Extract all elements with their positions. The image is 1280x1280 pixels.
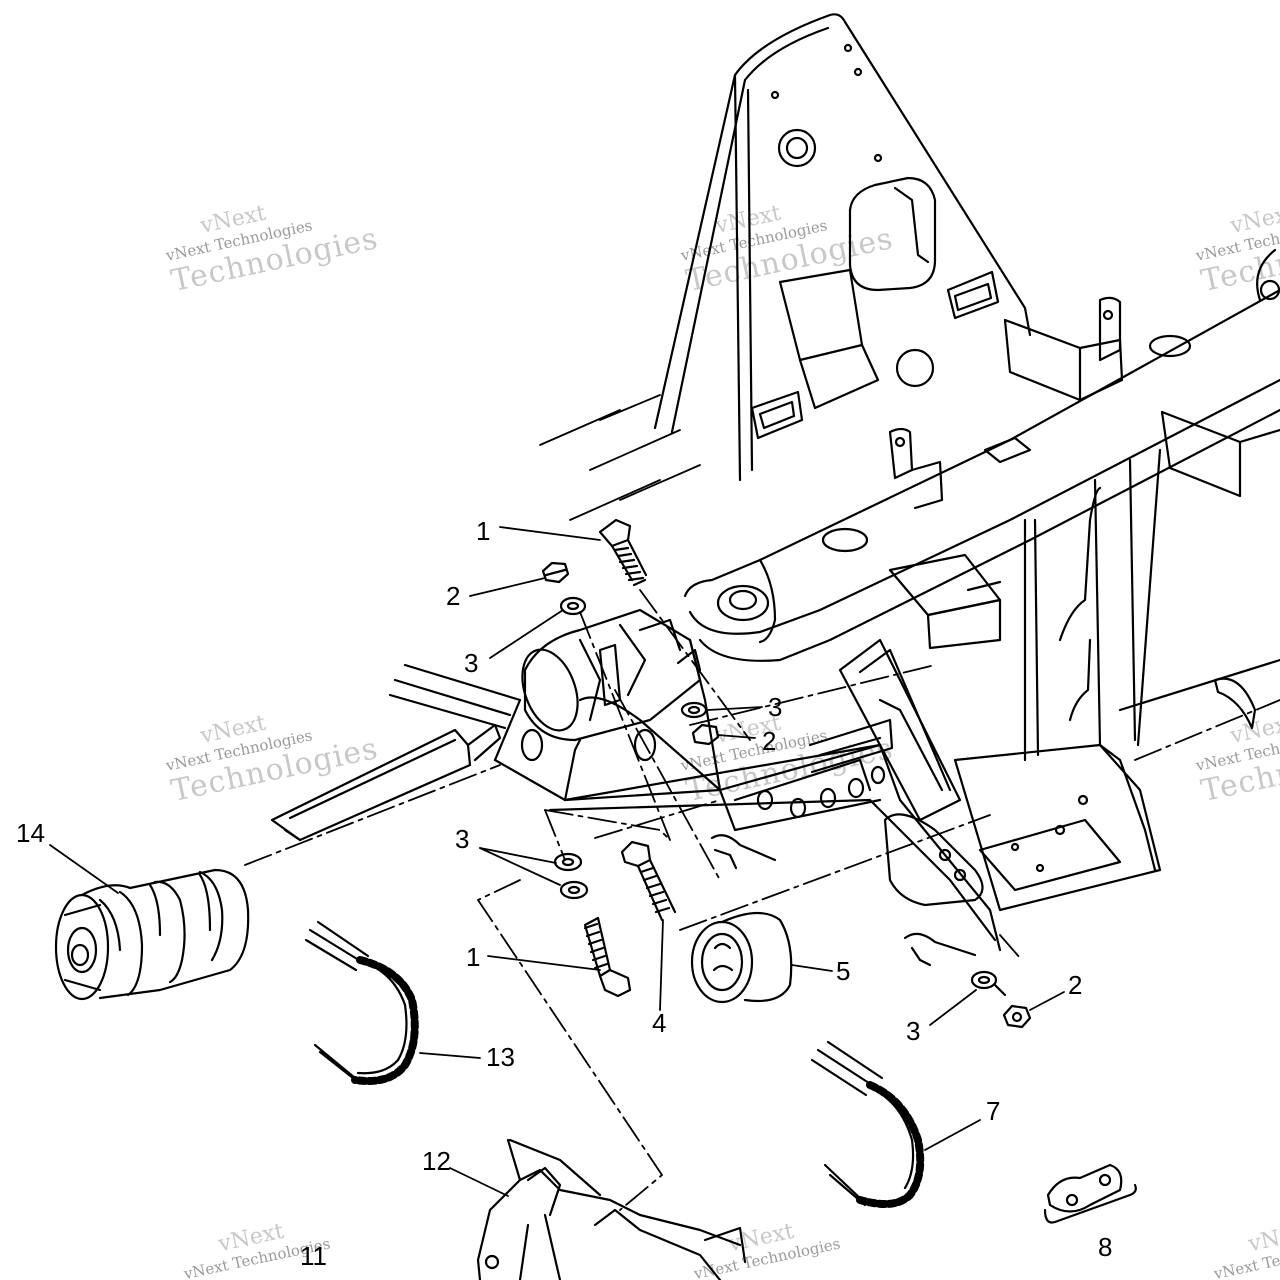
callout-labels: 1 2 3 3 2 14 3 1 4 5 2 3 13 7 12 8 11 xyxy=(16,516,1112,1271)
bolt-4 xyxy=(620,840,677,922)
front-pivot-bracket xyxy=(270,608,722,842)
callout-2-upper: 2 xyxy=(446,581,460,611)
callout-4: 4 xyxy=(652,1008,666,1038)
roller-14 xyxy=(54,868,250,1001)
callout-14: 14 xyxy=(16,818,45,848)
bolt-lower xyxy=(583,916,632,998)
callout-11: 11 xyxy=(300,1241,327,1271)
bolt-upper xyxy=(598,518,648,587)
leader-lines xyxy=(49,526,1065,1197)
lower-bracket-12 xyxy=(476,1138,747,1280)
nut-mid xyxy=(691,723,720,746)
nut-lower-right xyxy=(1002,1004,1032,1029)
washer-upper xyxy=(559,596,587,616)
chain-7 xyxy=(810,1040,925,1208)
clip-brackets xyxy=(710,677,1257,967)
bushing-5 xyxy=(690,911,793,1004)
upright-frame-plate xyxy=(653,13,1032,482)
callout-13: 13 xyxy=(486,1042,515,1072)
callout-3-mid: 3 xyxy=(768,692,782,722)
callout-2-mid: 2 xyxy=(762,726,776,756)
callout-3-lower: 3 xyxy=(906,1016,920,1046)
callout-12: 12 xyxy=(422,1146,451,1176)
callout-7: 7 xyxy=(986,1096,1000,1126)
callout-5: 5 xyxy=(836,956,850,986)
base-foot-plate xyxy=(953,658,1280,912)
chain-13 xyxy=(304,920,419,1085)
callout-1-lower: 1 xyxy=(466,942,480,972)
main-cross-beam xyxy=(683,248,1280,662)
washer-lower-right xyxy=(970,970,1007,997)
lower-frame-rail xyxy=(548,696,1002,952)
callout-2-lower: 2 xyxy=(1068,970,1082,1000)
washer-pair-left xyxy=(553,852,589,900)
alignment-lines xyxy=(244,394,1280,1211)
nut-upper xyxy=(541,561,570,584)
support-post xyxy=(838,448,1162,822)
callout-8: 8 xyxy=(1098,1232,1112,1262)
callout-3-pair: 3 xyxy=(455,824,469,854)
connecting-link-8 xyxy=(1043,1163,1137,1224)
callout-3-upper: 3 xyxy=(464,648,478,678)
callout-1-upper: 1 xyxy=(476,516,490,546)
washer-mid xyxy=(680,701,708,719)
